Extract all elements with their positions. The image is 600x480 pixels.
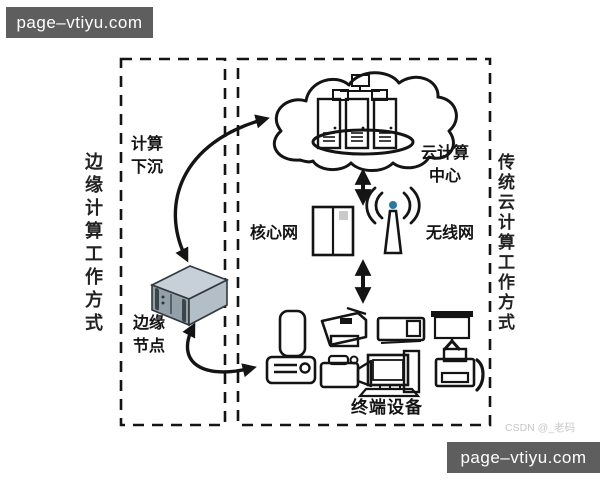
antenna-icon — [365, 186, 421, 255]
server-rack-icon — [344, 97, 370, 150]
cloud-panel-side-label: 传统云计算工作方式 — [495, 153, 514, 333]
server-rack-icon — [316, 97, 342, 150]
smartphone-icon — [278, 309, 307, 358]
projection-screen-icon — [431, 311, 473, 351]
compute-sink-label: 计算下沉 — [131, 136, 164, 177]
projector-icon — [376, 316, 426, 344]
cloud-with-server-racks-icon — [273, 71, 458, 172]
terminal-devices-label: 终端设备 — [351, 398, 423, 417]
set-top-box-icon — [265, 355, 317, 385]
csdn-watermark: CSDN @_老码 — [505, 422, 576, 434]
printer-icon — [320, 306, 368, 348]
desktop-computer-icon — [357, 349, 421, 398]
edge-to-cloud-curved-arrow — [173, 114, 270, 263]
edge-to-devices-curved-arrow — [182, 322, 257, 378]
core-network-label: 核心网 — [250, 225, 299, 242]
watermark-top-left: page–vtiyu.com — [6, 7, 153, 38]
cloud-center-label: 云计算中心 — [420, 145, 469, 186]
edge-panel-side-label: 边缘计算工作方式 — [83, 152, 103, 336]
network-cabinet-icon — [311, 205, 355, 257]
fax-machine-icon — [434, 347, 485, 392]
camcorder-icon — [319, 354, 373, 389]
edge-node-label: 边缘节点 — [133, 315, 166, 356]
server-rack-icon — [372, 97, 398, 150]
edge-server-3d-icon — [150, 265, 229, 327]
wireless-network-label: 无线网 — [426, 225, 475, 242]
watermark-bottom-right: page–vtiyu.com — [447, 442, 600, 473]
